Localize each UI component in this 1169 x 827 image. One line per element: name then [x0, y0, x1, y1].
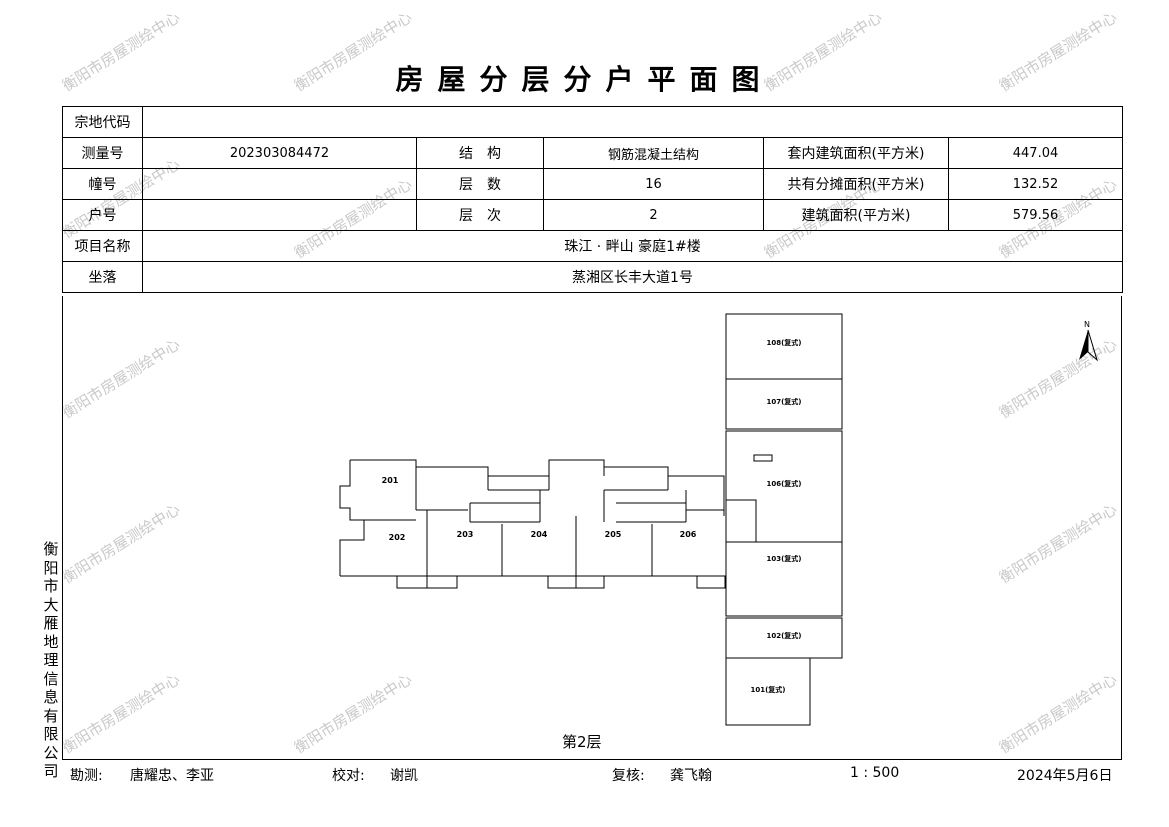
- info-row-survey: 测量号 202303084472 结 构 钢筋混凝土结构 套内建筑面积(平方米)…: [62, 137, 1124, 169]
- zongdi-code-label: 宗地代码: [62, 106, 143, 138]
- floors-value: 16: [543, 168, 764, 200]
- room-label-102: 102(复式): [766, 631, 801, 640]
- balcony-5: [696, 575, 726, 589]
- property-info-table: 宗地代码 测量号 202303084472 结 构 钢筋混凝土结构 套内建筑面积…: [62, 106, 1124, 293]
- north-label: N: [1084, 320, 1090, 329]
- room-label-202: 202: [389, 533, 406, 542]
- room-label-205: 205: [605, 530, 622, 539]
- room-label-108: 108(复式): [766, 338, 801, 347]
- scale-text: 1 : 500: [850, 765, 900, 781]
- room-label-103: 103(复式): [766, 554, 801, 563]
- company-char: 理: [43, 651, 59, 669]
- info-row-building: 幢号 层 数 16 共有分摊面积(平方米) 132.52: [62, 168, 1124, 200]
- room-label-101: 101(复式): [750, 685, 785, 694]
- inner-area-value: 447.04: [947, 137, 1124, 169]
- floor-plan-frame: [62, 296, 1122, 760]
- company-char: 阳: [43, 558, 59, 577]
- balcony-1: [396, 575, 428, 589]
- survey-label: 勘测:: [70, 768, 103, 784]
- floor-label: 第2层: [562, 733, 602, 751]
- room-label-107: 107(复式): [766, 397, 801, 406]
- company-char: 雁: [43, 614, 59, 632]
- room-label-201: 201: [382, 476, 399, 485]
- date-text: 2024年5月6日: [1017, 768, 1113, 784]
- project-label: 项目名称: [62, 230, 143, 262]
- shared-area-value: 132.52: [947, 168, 1124, 200]
- balcony-4: [575, 575, 605, 589]
- structure-value: 钢筋混凝土结构: [543, 137, 764, 169]
- unit-101-outline: [725, 657, 811, 726]
- review-name: 龚飞翰: [670, 768, 712, 784]
- info-row-location: 坐落 蒸湘区长丰大道1号: [62, 261, 1124, 293]
- room-label-204: 204: [531, 530, 548, 539]
- balcony-2: [426, 575, 458, 589]
- review-label: 复核:: [612, 768, 645, 784]
- unit-103-outline: [725, 541, 843, 617]
- company-char: 大: [43, 595, 59, 614]
- company-char: 司: [43, 762, 59, 780]
- location-value: 蒸湘区长丰大道1号: [141, 261, 1124, 293]
- company-char: 限: [43, 725, 59, 743]
- company-name-vertical: 衡 阳 市 大 雁 地 理 信 息 有 限 公 司: [42, 540, 60, 781]
- company-char: 衡: [43, 540, 59, 558]
- company-char: 息: [43, 688, 59, 706]
- unit-107-outline: [725, 378, 843, 430]
- check-label: 校对:: [332, 768, 365, 784]
- survey-names: 唐耀忠、李亚: [130, 768, 214, 784]
- company-char: 公: [43, 743, 59, 762]
- room-label-203: 203: [457, 530, 474, 539]
- company-char: 有: [43, 706, 59, 725]
- company-char: 市: [43, 577, 59, 595]
- room-label-106: 106(复式): [766, 479, 801, 488]
- page-title: 房屋分层分户平面图: [395, 63, 774, 96]
- company-char: 地: [43, 632, 59, 651]
- room-label-206: 206: [680, 530, 697, 539]
- building-no-label: 幢号: [62, 168, 143, 200]
- plan-outline-west: [339, 460, 365, 576]
- north-arrow-icon: [1079, 329, 1098, 362]
- building-area-label: 建筑面积(平方米): [763, 199, 949, 231]
- floor-order-value: 2: [543, 199, 764, 231]
- check-name: 谢凯: [390, 768, 418, 784]
- plan-outline-north: [350, 459, 725, 516]
- balcony-3: [547, 575, 577, 589]
- building-area-value: 579.56: [947, 199, 1124, 231]
- company-char: 信: [43, 669, 59, 688]
